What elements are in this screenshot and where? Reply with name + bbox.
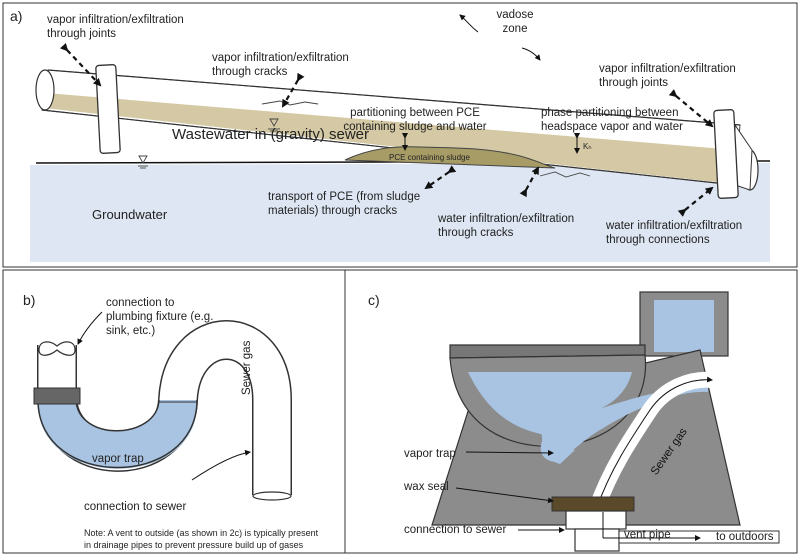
arrow-to-fixture bbox=[77, 311, 103, 345]
trap-water bbox=[38, 400, 197, 469]
vapor-joints-right-label-2: through joints bbox=[599, 77, 669, 89]
connection-sewer-label-b: connection to sewer bbox=[84, 501, 187, 513]
sewer-gas-label-b: Sewer gas bbox=[241, 340, 253, 395]
panel-a-letter: a) bbox=[10, 8, 23, 24]
water-conn-label-2: through connections bbox=[606, 234, 710, 246]
wastewater-label: Wastewater in (gravity) sewer bbox=[172, 126, 369, 143]
partition-pce-label-1: partitioning between PCE bbox=[350, 107, 480, 119]
crack-bottom bbox=[539, 171, 591, 178]
vapor-cracks-label-1: vapor infiltration/exfiltration bbox=[212, 52, 349, 64]
to-outdoors-label: to outdoors bbox=[716, 531, 774, 543]
panel-c-frame bbox=[344, 269, 798, 554]
vapor-joints-left-label-2: through joints bbox=[47, 28, 117, 40]
panel-b-letter: b) bbox=[23, 292, 36, 308]
groundwater-region bbox=[30, 163, 770, 262]
transport-label-1: transport of PCE (from sludge bbox=[268, 191, 421, 203]
groundwater-label: Groundwater bbox=[92, 207, 168, 222]
vapor-joints-right-label-1: vapor infiltration/exfiltration bbox=[599, 63, 736, 75]
wax-seal-label: wax seal bbox=[404, 481, 449, 493]
s-trap bbox=[33, 320, 292, 501]
note-line-2: in drainage pipes to prevent pressure bu… bbox=[84, 540, 304, 550]
water-cracks-label-1: water infiltration/exfiltration bbox=[438, 213, 575, 225]
pipe-top-edge bbox=[47, 69, 741, 126]
tank-water bbox=[654, 300, 714, 352]
wax-seal bbox=[551, 496, 635, 512]
phase-partition-label-2: headspace vapor and water bbox=[541, 121, 683, 133]
water-level-symbol-ground bbox=[138, 155, 148, 169]
vent-pipe-label: vent pipe bbox=[624, 529, 671, 541]
phase-partition-label-1: phase partitioning between bbox=[541, 107, 679, 119]
connection-plumbing-label-1: connection to bbox=[106, 297, 175, 309]
pipe-bottom-edge bbox=[41, 109, 736, 186]
transport-label-2: materials) through cracks bbox=[268, 205, 398, 217]
water-cracks-label-2: through cracks bbox=[438, 227, 514, 239]
pointer-vapor-trap bbox=[465, 449, 554, 456]
sewer-flange bbox=[565, 510, 627, 530]
water-level-symbol-pipe bbox=[268, 118, 280, 132]
vadose-arrow-left bbox=[459, 14, 479, 33]
pipe-left-end bbox=[35, 69, 55, 111]
vadose-arrow-right bbox=[521, 47, 541, 61]
wastewater-fill bbox=[44, 93, 736, 184]
vapor-trap-label-b: vapor trap bbox=[92, 453, 144, 465]
right-joint-collar bbox=[713, 109, 739, 199]
panel-c-letter: c) bbox=[368, 292, 380, 308]
connection-plumbing-label-2: plumbing fixture (e.g. bbox=[106, 311, 214, 323]
partition-pce-label-2: containing sludge and water bbox=[343, 121, 487, 133]
kh-label: Kₕ bbox=[583, 142, 592, 151]
pce-sludge bbox=[344, 146, 556, 169]
vadose-label-1: vadose bbox=[496, 9, 534, 21]
vapor-joints-left-label-1: vapor infiltration/exfiltration bbox=[47, 14, 184, 26]
connection-plumbing-label-3: sink, etc.) bbox=[106, 325, 156, 337]
sludge-label: PCE containing sludge bbox=[389, 153, 470, 162]
arrow-to-sewer bbox=[191, 449, 251, 481]
pointer-wax-seal bbox=[455, 487, 554, 504]
left-joint-collar bbox=[95, 64, 121, 154]
dashed-arrows-panel-a bbox=[59, 42, 714, 217]
water-conn-label-1: water infiltration/exfiltration bbox=[606, 220, 743, 232]
sewer-pipe-c bbox=[574, 528, 620, 552]
panel-a-frame bbox=[2, 2, 798, 268]
vadose-label-2: zone bbox=[502, 23, 528, 35]
connection-sewer-label-c: connection to sewer bbox=[404, 524, 507, 536]
vapor-cracks-label-2: through cracks bbox=[212, 66, 288, 78]
note-line-1: Note: A vent to outside (as shown in 2c)… bbox=[84, 528, 319, 538]
bowl-water bbox=[468, 372, 708, 462]
vapor-trap-label-c: vapor trap bbox=[404, 448, 456, 460]
